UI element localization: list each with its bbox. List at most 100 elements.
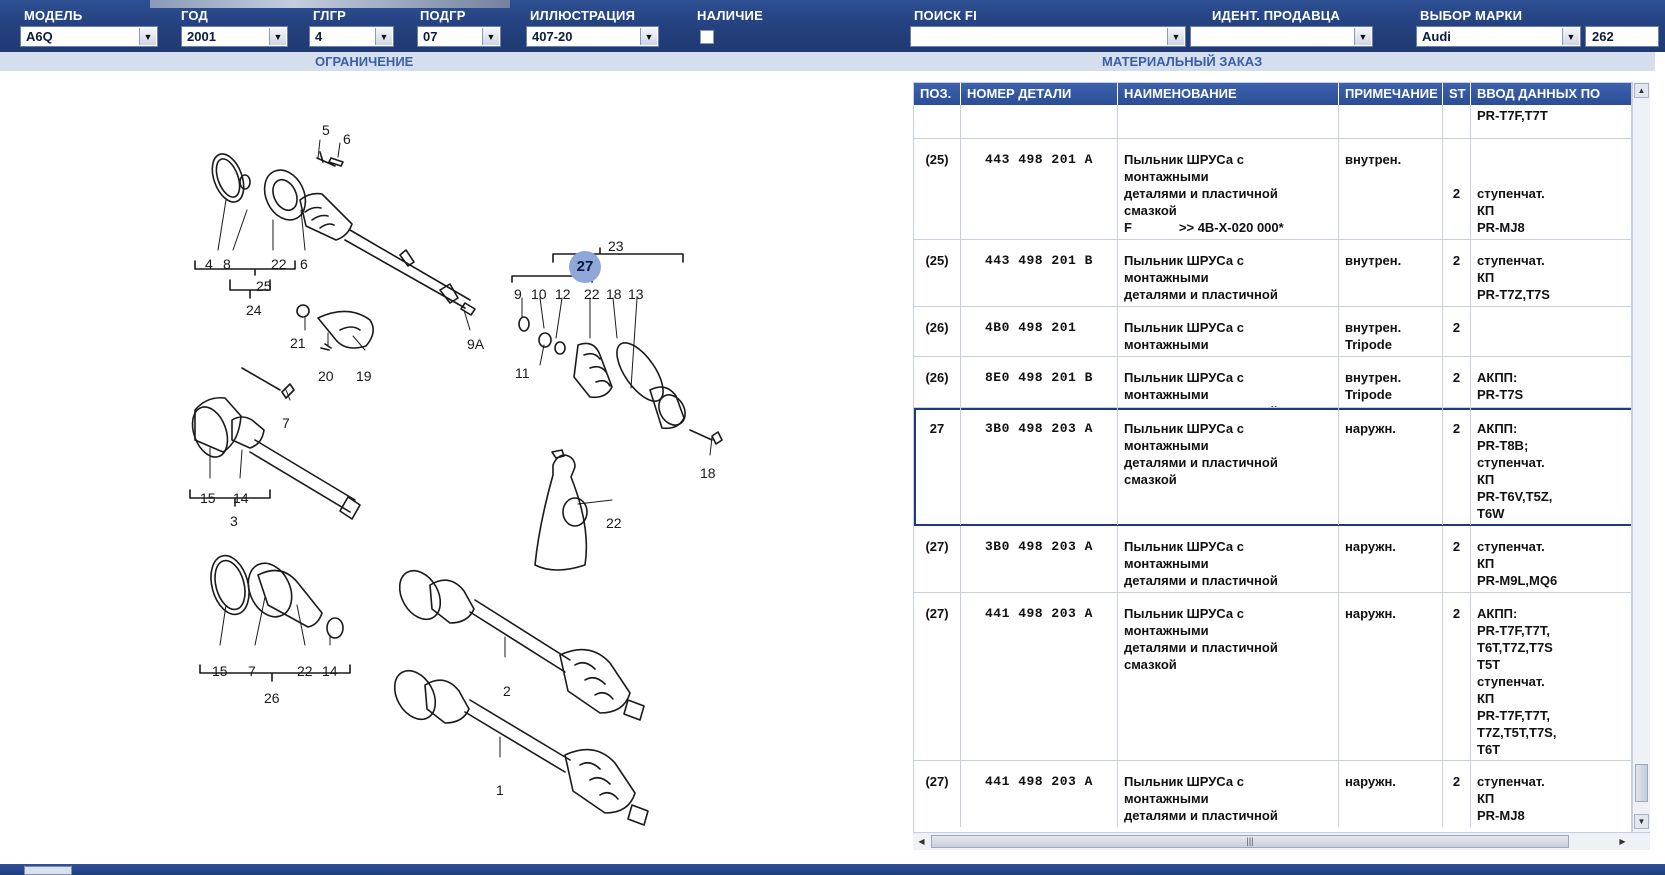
outer-cv-joint-assembly[interactable] [518,316,723,445]
callout-label[interactable]: 15 [200,490,216,506]
callout-label[interactable]: 18 [606,286,622,302]
column-qty-header[interactable]: ST [1443,83,1471,105]
chevron-down-icon[interactable]: ▼ [1167,28,1184,45]
drive-shaft-2[interactable] [391,563,645,721]
chevron-down-icon[interactable]: ▼ [269,28,286,45]
hscroll-thumb[interactable]: ||| [931,835,1569,848]
model-select[interactable]: A6Q ▼ [20,26,158,47]
column-note-header[interactable]: ПРИМЕЧАНИЕ [1339,83,1443,105]
callout-label[interactable]: 7 [282,415,290,431]
callout-label[interactable]: 20 [318,368,334,384]
cell-data: PR-T7F,T7T [1471,105,1631,138]
callout-label[interactable]: 15 [212,663,228,679]
scroll-down-icon[interactable]: ▼ [1634,814,1649,829]
availability-checkbox[interactable] [700,30,714,44]
column-pos-header[interactable]: ПОЗ. [914,83,961,105]
year-select[interactable]: 2001 ▼ [181,26,288,47]
callout-label[interactable]: 8 [223,256,231,272]
callout-label[interactable]: 22 [297,663,313,679]
callout-label[interactable]: 26 [264,690,280,706]
chevron-down-icon[interactable]: ▼ [482,28,499,45]
chevron-down-icon[interactable]: ▼ [640,28,657,45]
chevron-down-icon[interactable]: ▼ [1562,28,1579,45]
status-tab[interactable] [24,866,72,875]
callout-label[interactable]: 9A [467,336,485,352]
illustration-value: 407-20 [532,29,573,44]
cell-data-line: PR-T7S [1477,387,1524,402]
main-group-label: ГЛГР [313,8,347,23]
cell-data-line: КП [1477,472,1495,487]
cell-data-line: PR-T7Z,T7S [1477,287,1550,302]
callout-label[interactable]: 18 [700,465,716,481]
callout-label[interactable]: 6 [300,256,308,272]
cell-part: 3B0 498 203 A [961,408,1118,525]
chevron-down-icon[interactable]: ▼ [375,28,392,45]
cell-qty: 2 [1443,307,1471,356]
callout-label[interactable]: 5 [322,122,330,138]
grease-tube-22[interactable] [534,449,588,571]
highlight-marker[interactable]: 27 [569,251,601,283]
column-part-number-header[interactable]: НОМЕР ДЕТАЛИ [961,83,1118,105]
cell-note: наружн. [1339,593,1443,760]
callout-label[interactable]: 24 [246,302,262,318]
chevron-down-icon[interactable]: ▼ [1354,28,1371,45]
callout-label[interactable]: 14 [233,490,249,506]
dealer-id-select[interactable]: ▼ [1190,26,1373,47]
main-group-select[interactable]: 4 ▼ [309,26,394,47]
boot-kit-26[interactable] [205,551,344,639]
bracket-part-19[interactable] [296,304,374,351]
brand-select[interactable]: Audi ▼ [1416,26,1581,47]
callout-label[interactable]: 12 [555,286,571,302]
callout-label[interactable]: 9 [514,286,522,302]
inner-cv-joint-assembly[interactable] [206,150,476,316]
callout-label[interactable]: 7 [248,663,256,679]
drive-shaft-1[interactable] [386,663,649,826]
callout-label[interactable]: 6 [343,131,351,147]
cell-part-text: 443 498 201 A [985,152,1093,167]
table-row[interactable]: PR-T7F,T7T [914,105,1631,139]
callout-label[interactable]: 23 [608,238,624,254]
horizontal-scrollbar[interactable]: ◀ ||| ▶ [913,832,1650,850]
callout-label[interactable]: 3 [230,513,238,529]
column-data-header[interactable]: ВВОД ДАННЫХ ПО [1471,83,1631,105]
illustration-select[interactable]: 407-20 ▼ [526,26,659,47]
callout-label[interactable]: 19 [356,368,372,384]
callout-label[interactable]: 21 [290,335,306,351]
sub-group-select[interactable]: 07 ▼ [417,26,501,47]
scroll-thumb[interactable] [1635,764,1648,802]
cell-note-line: наружн. [1345,606,1396,621]
column-name-header[interactable]: НАИМЕНОВАНИЕ [1118,83,1339,105]
scroll-left-icon[interactable]: ◀ [918,837,925,846]
highlight-label: 27 [576,258,594,275]
callout-label[interactable]: 22 [271,256,287,272]
callout-label[interactable]: 4 [205,256,213,272]
cell-data-line: КП [1477,691,1495,706]
scroll-right-icon[interactable]: ▶ [1619,837,1626,846]
scroll-up-icon[interactable]: ▲ [1634,83,1649,98]
callout-label[interactable]: 13 [628,286,644,302]
search-fi-select[interactable]: ▼ [910,26,1186,47]
vertical-scrollbar[interactable]: ▲ ▼ [1632,82,1650,832]
callout-label[interactable]: 14 [322,663,338,679]
cell-part-text: 443 498 201 B [985,253,1093,268]
callout-label[interactable]: 22 [606,515,622,531]
callout-label[interactable]: 10 [531,286,547,302]
chevron-down-icon[interactable]: ▼ [139,28,156,45]
callout-label[interactable]: 2 [503,683,511,699]
callout-label[interactable]: 11 [515,365,530,381]
callout-label[interactable]: 1 [496,782,504,798]
cell-data-line: T5T [1477,657,1501,672]
callout-label[interactable]: 22 [584,286,600,302]
drive-shaft-3[interactable] [186,367,361,520]
callout-label[interactable]: 25 [256,278,272,294]
